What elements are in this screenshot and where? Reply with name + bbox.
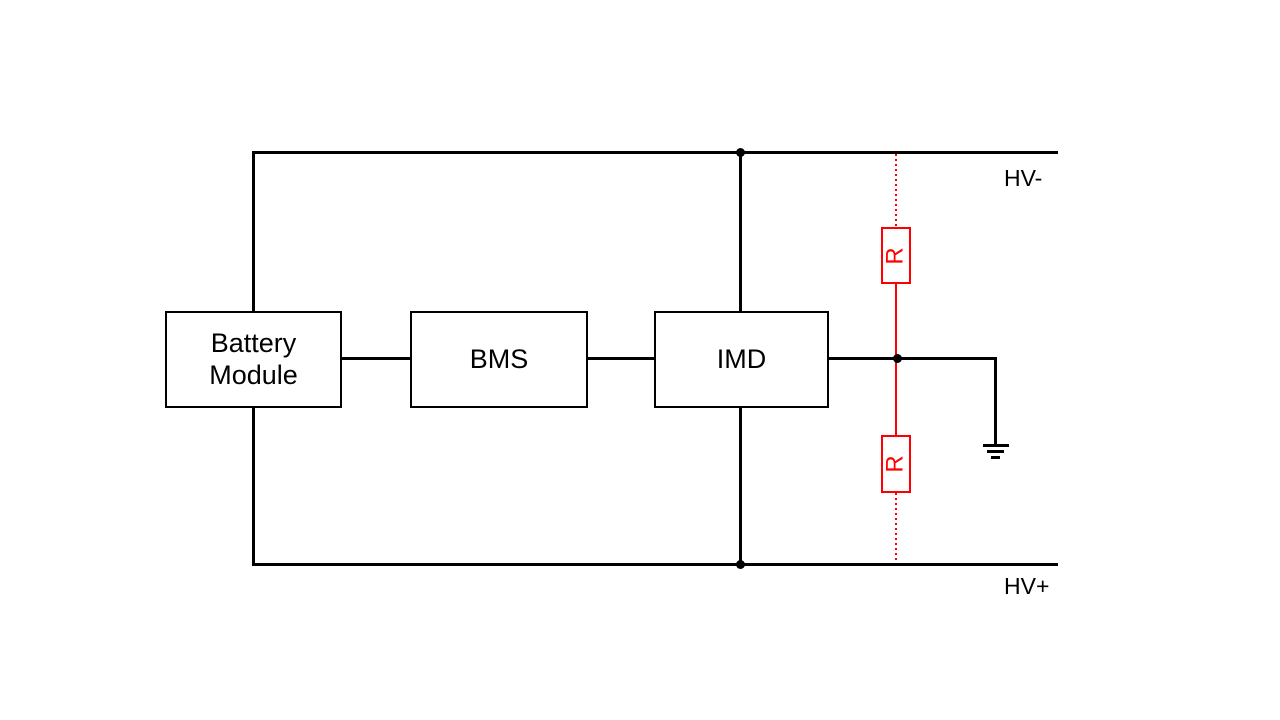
imd-node: IMD <box>654 311 829 408</box>
bms-label: BMS <box>469 343 529 374</box>
junction-dot-hv-positive <box>736 560 745 569</box>
junction-dot-hv-negative <box>736 148 745 157</box>
hv-positive-rail-wire <box>252 563 1058 566</box>
hv-positive-label: HV+ <box>1004 573 1050 599</box>
ground-bar-bottom <box>991 456 1000 459</box>
resistor-top-label: R <box>882 246 909 265</box>
bms-imd-connector-wire <box>588 357 654 360</box>
battery-to-hv-positive-wire <box>252 406 255 566</box>
imd-ground-connector-wire <box>829 357 996 360</box>
bms-node: BMS <box>410 311 588 408</box>
resistor-branch-dotted-wire-top <box>895 154 897 227</box>
ground-bar-middle <box>987 450 1004 453</box>
imd-to-hv-negative-wire <box>739 151 742 313</box>
ground-lead-wire <box>994 357 997 445</box>
imd-label: IMD <box>716 343 767 374</box>
hv-negative-rail-wire <box>252 151 1058 154</box>
ground-bar-top <box>983 444 1009 447</box>
battery-module-node: Battery Module <box>165 311 342 408</box>
junction-dot-imd-output <box>893 354 902 363</box>
resistor-branch-dotted-wire-bottom <box>895 493 897 563</box>
hv-negative-label: HV- <box>1004 165 1043 191</box>
battery-to-hv-negative-wire <box>252 151 255 313</box>
battery-module-label: Battery Module <box>209 328 298 390</box>
resistor-top: R <box>881 227 911 284</box>
resistor-bottom: R <box>881 435 911 493</box>
battery-bms-connector-wire <box>341 357 410 360</box>
imd-to-hv-positive-wire <box>739 406 742 566</box>
resistor-bottom-label: R <box>882 455 909 473</box>
